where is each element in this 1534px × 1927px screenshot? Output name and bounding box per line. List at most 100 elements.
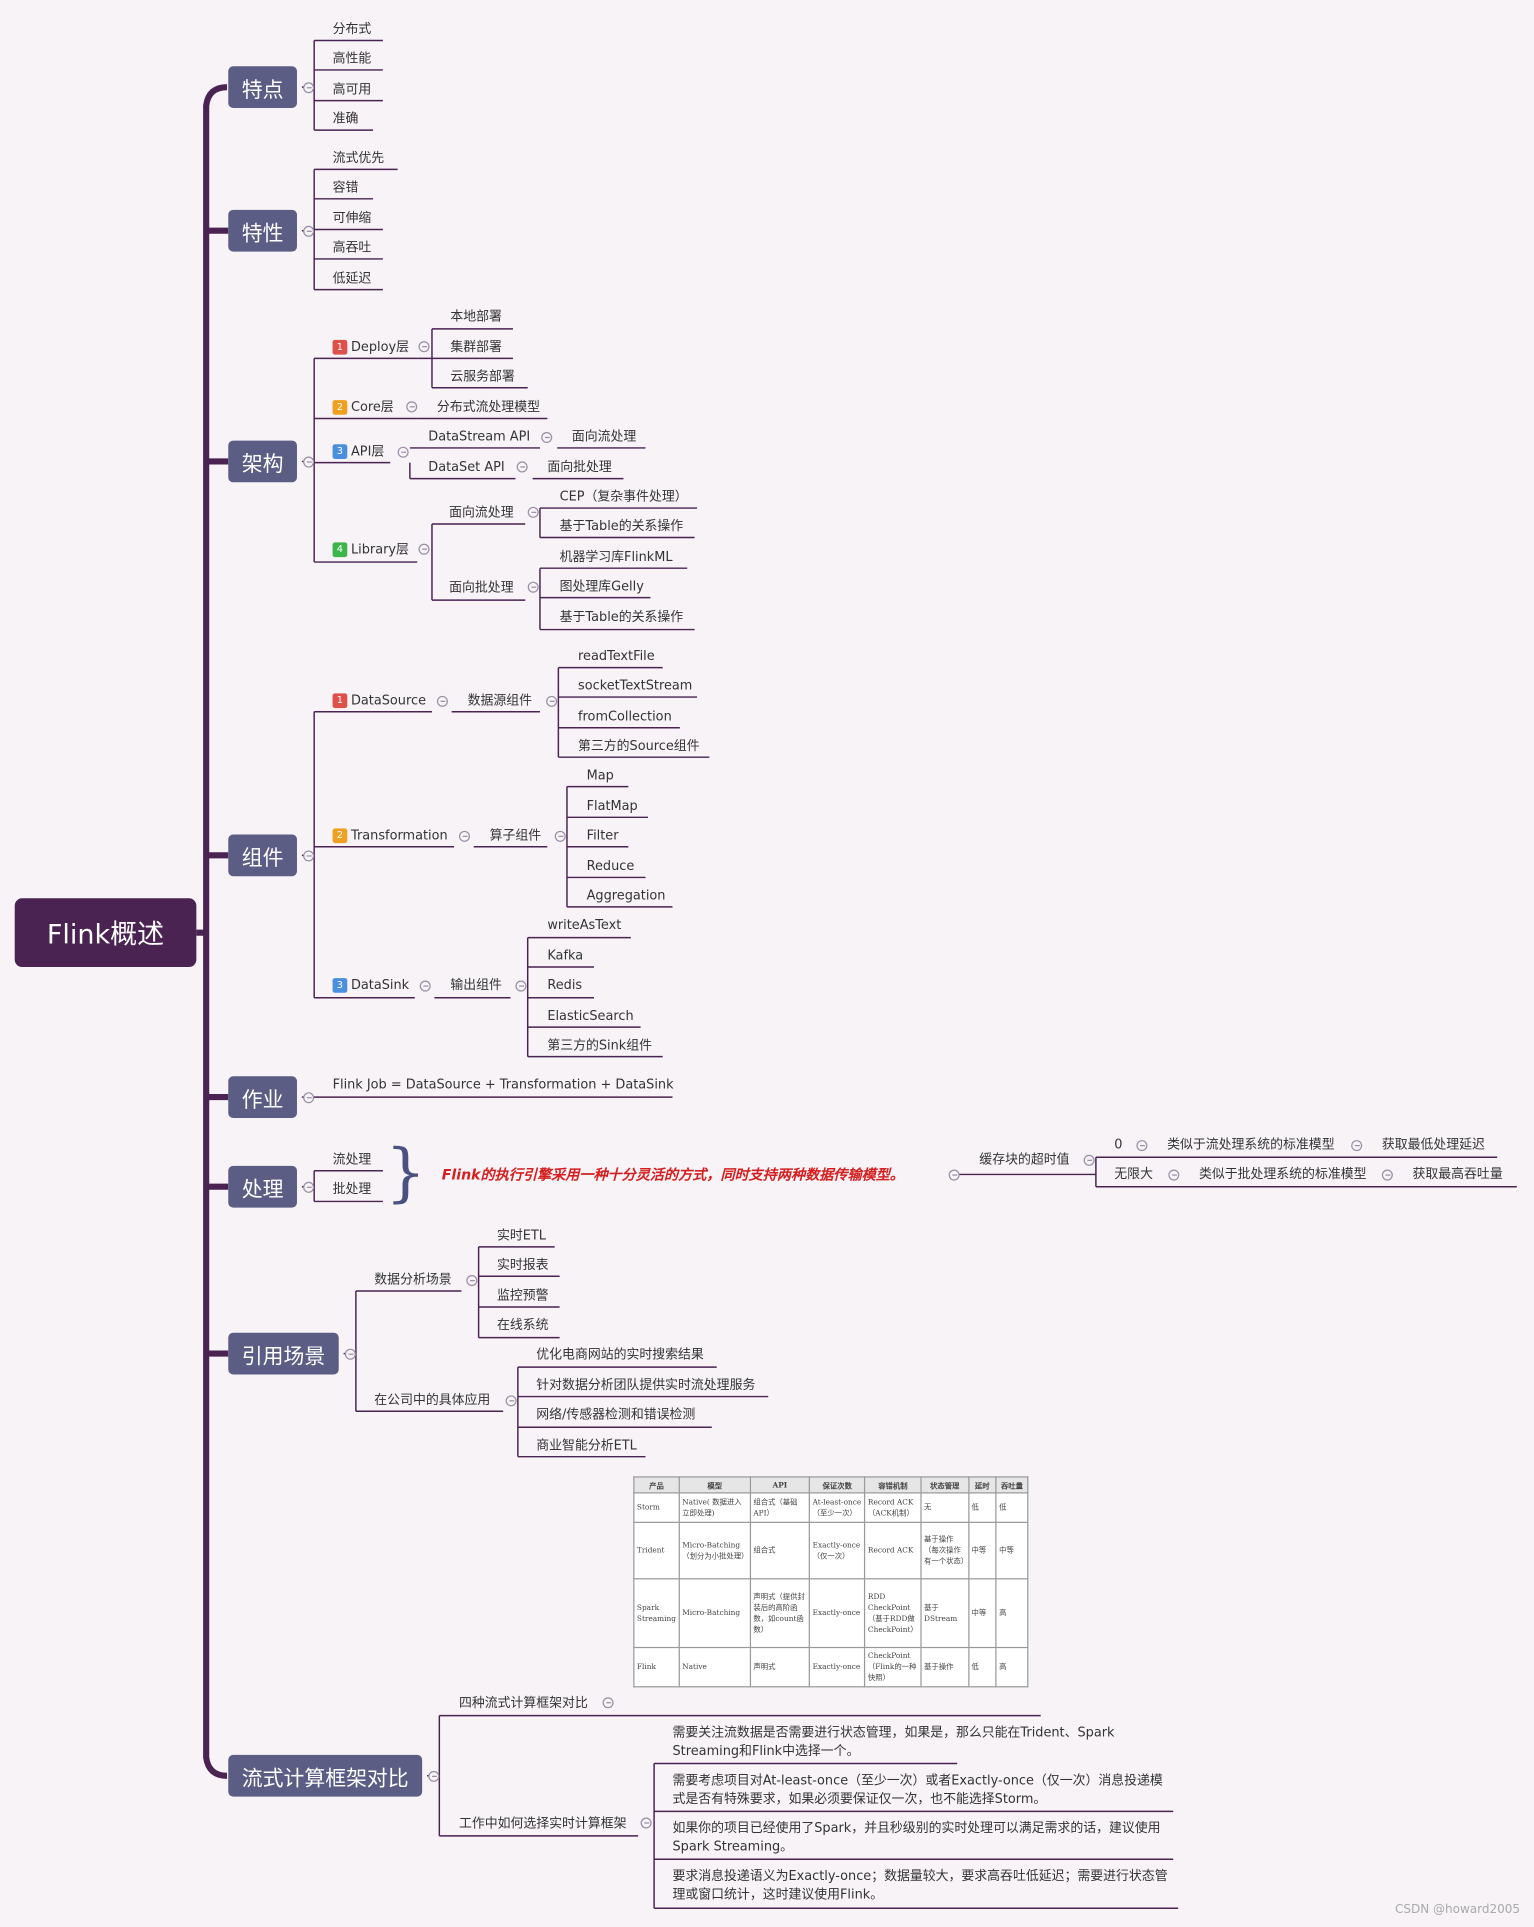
collapse-icon[interactable] [1136,1140,1148,1152]
tedian-item[interactable]: 高可用 [332,82,372,97]
timeout-infinite-effect[interactable]: 获取最高吞吐量 [1412,1167,1503,1182]
collapse-icon[interactable] [418,341,430,353]
datasink-item[interactable]: ElasticSearch [547,1008,634,1024]
category-zujian[interactable]: 组件 [228,834,297,877]
analysis-scene[interactable]: 数据分析场景 [374,1272,452,1288]
collapse-icon[interactable] [418,543,430,555]
job-formula[interactable]: Flink Job = DataSource + Transformation … [332,1077,674,1093]
datasink-item[interactable]: Redis [547,978,583,993]
collapse-icon[interactable] [505,1395,517,1407]
datastream-desc[interactable]: 面向流处理 [571,429,637,445]
collapse-icon[interactable] [516,461,528,473]
datasource-group[interactable]: 数据源组件 [467,693,532,709]
collapse-icon[interactable] [406,401,418,413]
dataset-desc[interactable]: 面向批处理 [547,460,612,475]
collapse-icon[interactable] [1351,1140,1363,1152]
library-stream-item[interactable]: 基于Table的关系操作 [559,519,684,534]
datasink-group[interactable]: 输出组件 [450,978,502,993]
analysis-item[interactable]: 监控预警 [497,1288,549,1304]
datasource-item[interactable]: 第三方的Source组件 [578,738,700,754]
library-batch-item[interactable]: 机器学习库FlinkML [559,549,673,565]
collapse-icon[interactable] [527,506,539,518]
timeout-zero[interactable]: 0 [1114,1137,1123,1153]
dataset-api[interactable]: DataSet API [428,460,505,475]
choose-item[interactable]: 如果你的项目已经使用了Spark，并且秒级别的实时处理可以满足需求的话，建议使用… [672,1821,1161,1855]
transformation-item[interactable]: Aggregation [586,888,666,904]
company-item[interactable]: 网络/传感器检测和错误检测 [536,1407,696,1423]
collapse-icon[interactable] [541,431,553,444]
transformation-group[interactable]: 算子组件 [489,828,542,844]
library-batch-item[interactable]: 基于Table的关系操作 [559,609,684,625]
collapse-icon[interactable] [303,225,315,237]
category-chuli[interactable]: 处理 [228,1165,297,1208]
deploy-item[interactable]: 云服务部署 [450,369,515,385]
library-batch-item[interactable]: 图处理库Gelly [559,579,644,594]
transformation-item[interactable]: Map [586,768,614,783]
deploy-item[interactable]: 集群部署 [450,339,502,355]
tedian-item[interactable]: 准确 [332,111,359,127]
library-batch[interactable]: 面向批处理 [449,580,514,596]
analysis-item[interactable]: 实时ETL [497,1228,546,1244]
collapse-icon[interactable] [458,830,471,842]
timeout-infinite-model[interactable]: 类似于批处理系统的标准模型 [1198,1167,1367,1182]
processing-item[interactable]: 批处理 [332,1181,372,1197]
texing-item[interactable]: 容错 [332,180,359,196]
choose-item[interactable]: 需要关注流数据是否需要进行状态管理，如果是，那么只能在Trident、Spark… [672,1725,1115,1759]
company-item[interactable]: 优化电商网站的实时搜索结果 [536,1347,704,1363]
datasource-item[interactable]: fromCollection [578,709,672,725]
deploy-item[interactable]: 本地部署 [450,309,502,324]
category-yingyong[interactable]: 引用场景 [228,1332,339,1375]
collapse-icon[interactable] [303,82,315,94]
company-item[interactable]: 针对数据分析团队提供实时流处理服务 [536,1378,756,1393]
collapse-icon[interactable] [546,695,558,707]
datasink-item[interactable]: Kafka [547,948,584,964]
collapse-icon[interactable] [1381,1169,1393,1181]
tedian-item[interactable]: 高性能 [332,51,372,67]
collapse-icon[interactable] [527,581,539,593]
collapse-icon[interactable] [428,1770,440,1782]
collapse-icon[interactable] [1083,1154,1095,1166]
collapse-icon[interactable] [303,850,315,862]
collapse-icon[interactable] [303,1092,315,1104]
collapse-icon[interactable] [554,830,566,842]
timeout-infinite[interactable]: 无限大 [1114,1167,1153,1182]
texing-item[interactable]: 高吞吐 [332,240,372,256]
collapse-icon[interactable] [515,980,527,992]
transformation-item[interactable]: Reduce [586,859,635,874]
timeout-zero-model[interactable]: 类似于流处理系统的标准模型 [1167,1137,1335,1153]
choose-item[interactable]: 需要考虑项目对At-least-once（至少一次）或者Exactly-once… [672,1773,1163,1807]
category-duibi[interactable]: 流式计算框架对比 [228,1754,423,1797]
datasource-item[interactable]: readTextFile [578,649,655,664]
tedian-item[interactable]: 分布式 [332,22,372,37]
collapse-icon[interactable] [419,980,431,992]
datasink-item[interactable]: 第三方的Sink组件 [547,1038,653,1053]
texing-item[interactable]: 流式优先 [332,150,385,166]
processing-item[interactable]: 流处理 [332,1152,372,1168]
choose-item[interactable]: 要求消息投递语义为Exactly-once；数据量较大，要求高吞吐低延迟；需要进… [672,1869,1168,1903]
comparison-table-label[interactable]: 四种流式计算框架对比 [458,1695,588,1711]
datastream-api[interactable]: DataStream API [428,429,531,445]
collapse-icon[interactable] [602,1697,614,1709]
collapse-icon[interactable] [466,1275,478,1287]
timeout-zero-effect[interactable]: 获取最低处理延迟 [1381,1137,1485,1153]
company-application[interactable]: 在公司中的具体应用 [374,1392,491,1408]
choose-framework-label[interactable]: 工作中如何选择实时计算框架 [458,1816,627,1831]
category-texing[interactable]: 特性 [228,209,297,252]
collapse-icon[interactable] [948,1169,960,1181]
collapse-icon[interactable] [436,695,448,707]
library-stream[interactable]: 面向流处理 [449,505,514,521]
analysis-item[interactable]: 在线系统 [497,1318,549,1333]
collapse-icon[interactable] [303,1181,315,1193]
library-stream-item[interactable]: CEP（复杂事件处理） [559,489,688,505]
analysis-item[interactable]: 实时报表 [497,1257,549,1273]
collapse-icon[interactable] [303,456,315,468]
category-tedian[interactable]: 特点 [228,66,297,108]
category-zuoye[interactable]: 作业 [228,1076,297,1118]
company-item[interactable]: 商业智能分析ETL [536,1438,637,1454]
